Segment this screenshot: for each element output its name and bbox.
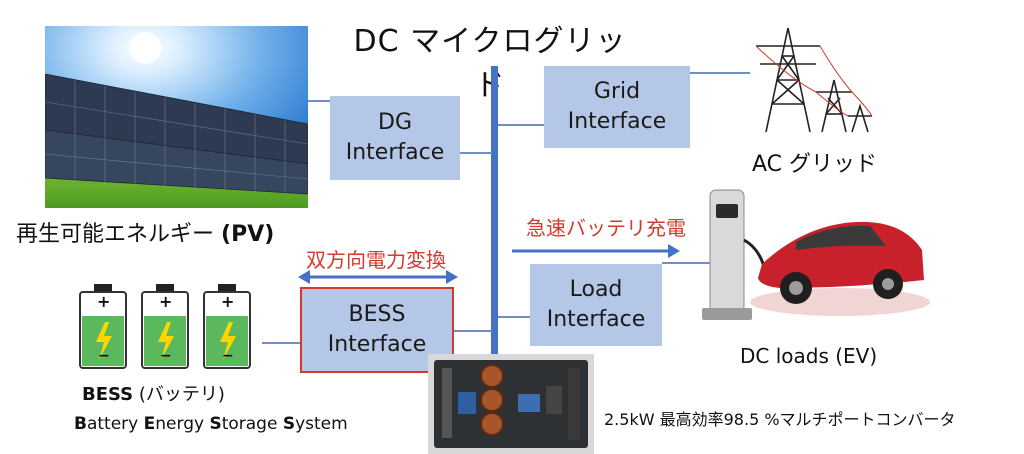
load-interface-line1: Load xyxy=(569,277,623,302)
dg-interface-box: DG Interface xyxy=(330,96,460,180)
solar-panel-image xyxy=(45,26,308,208)
ac-grid-label: AC グリッド xyxy=(752,152,878,177)
bess-word-attery: attery xyxy=(86,414,144,434)
bess-interface-line2: Interface xyxy=(327,332,427,357)
bess-word-nergy: nergy xyxy=(155,414,210,434)
battery-plus-1: + xyxy=(97,292,111,311)
grid-interface-line1: Grid xyxy=(593,79,641,104)
charge-arrow xyxy=(512,244,680,258)
bess-label-rest: (バッテリ) xyxy=(133,384,225,405)
connector-bus-load xyxy=(498,316,538,318)
bidirectional-label: 双方向電力変換 xyxy=(306,248,446,272)
battery-minus-1: − xyxy=(98,348,110,364)
connector-bess-bus xyxy=(453,330,492,332)
bess-full-name: Battery Energy Storage System xyxy=(74,414,348,434)
grid-interface-line2: Interface xyxy=(567,109,667,134)
pv-label-text: 再生可能エネルギー xyxy=(16,222,215,247)
battery-plus-2: + xyxy=(159,292,173,311)
battery-icon xyxy=(79,284,127,369)
bess-word-torage: torage xyxy=(221,414,283,434)
connector-dg-bus xyxy=(460,152,492,154)
connector-grid-pylon xyxy=(690,72,750,74)
battery-icon xyxy=(141,284,189,369)
battery-group: + + + − − − xyxy=(78,284,268,372)
battery-icon xyxy=(203,284,251,369)
connector-bus-grid xyxy=(498,124,544,126)
connector-battery-bess xyxy=(262,342,302,344)
bess-initial-s1: S xyxy=(209,414,222,434)
converter-board-image xyxy=(428,354,594,454)
grid-interface-box: Grid Interface xyxy=(544,66,690,148)
power-tower-icon xyxy=(755,27,873,133)
pv-label: 再生可能エネルギー (PV) xyxy=(16,216,274,248)
load-interface-box: Load Interface xyxy=(530,264,662,346)
ev-charger-image xyxy=(702,189,930,320)
dc-loads-label: DC loads (EV) xyxy=(740,344,878,368)
dg-interface-line1: DG xyxy=(378,110,412,135)
bess-label: BESS (バッテリ) xyxy=(82,380,225,406)
bess-initial-b: B xyxy=(74,414,87,434)
bess-initial-e: E xyxy=(143,414,156,434)
load-interface-line2: Interface xyxy=(546,307,646,332)
battery-plus-3: + xyxy=(221,292,235,311)
connector-pv-dg xyxy=(308,100,330,102)
bess-interface-box: BESS Interface xyxy=(300,287,454,373)
bess-label-bold: BESS xyxy=(82,384,134,405)
bess-interface-line1: BESS xyxy=(348,302,406,327)
connector-load-ev xyxy=(662,262,722,264)
battery-minus-3: − xyxy=(222,348,234,364)
bidirectional-arrow xyxy=(298,270,458,284)
dg-interface-line2: Interface xyxy=(345,140,445,165)
pv-label-abbr: (PV) xyxy=(221,222,275,247)
fast-charge-label: 急速バッテリ充電 xyxy=(526,216,686,240)
bess-word-ystem: ystem xyxy=(295,414,348,434)
bess-initial-s2: S xyxy=(282,414,296,434)
diagram-title: DC マイクログリッド xyxy=(353,24,627,103)
dc-bus-line xyxy=(491,66,498,366)
battery-minus-2: − xyxy=(160,348,172,364)
converter-caption: 2.5kW 最高効率98.5 %マルチポートコンバータ xyxy=(604,410,956,429)
